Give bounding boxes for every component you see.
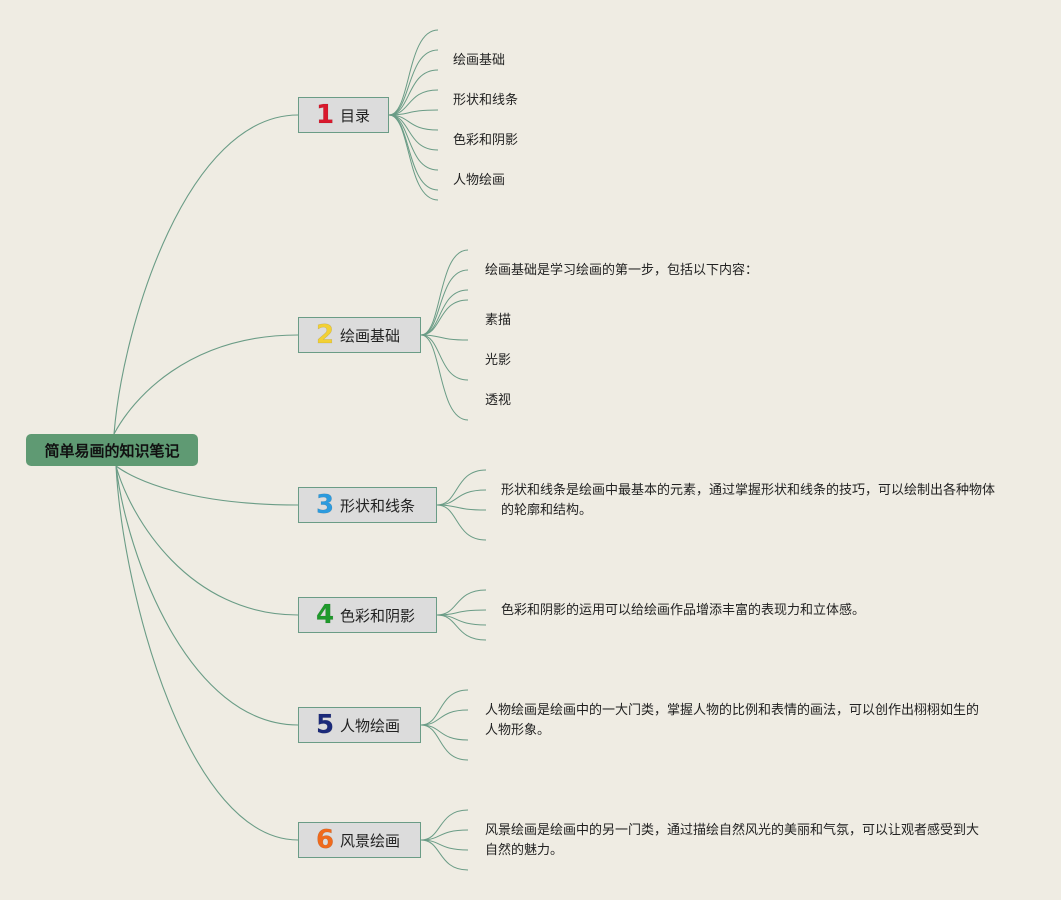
leaf-connector — [420, 689, 469, 726]
branch-label: 色彩和阴影 — [340, 606, 416, 625]
branch-description[interactable]: 风景绘画是绘画中的另一门类，通过描绘自然风光的美丽和气氛，可以让观者感受到大自然… — [485, 823, 980, 858]
branch-6-landscape-drawing[interactable]: 6 风景绘画 — [298, 822, 421, 858]
leaf-connector — [436, 504, 487, 511]
leaf-connector — [420, 829, 469, 841]
branch-description[interactable]: 人物绘画是绘画中的一大门类，掌握人物的比例和表情的画法，可以创作出栩栩如生的人物… — [485, 703, 980, 738]
connector-curve — [115, 465, 299, 726]
leaf-connector — [388, 114, 439, 171]
leaf-connector — [420, 299, 469, 336]
branch-number-5: 5 — [315, 710, 335, 740]
root-node[interactable]: 简单易画的知识笔记 — [26, 434, 198, 466]
branch-2-drawing-basics[interactable]: 2 绘画基础 — [298, 317, 421, 353]
leaf-item[interactable]: 绘画基础是学习绘画的第一步，包括以下内容： — [485, 263, 759, 278]
leaf-connector — [420, 249, 469, 336]
branch-3-shapes-lines[interactable]: 3 形状和线条 — [298, 487, 437, 523]
leaf-connector — [436, 504, 487, 541]
leaf-connector — [436, 469, 487, 506]
leaf-item[interactable]: 人物绘画 — [453, 173, 506, 188]
branch-5-figure-drawing[interactable]: 5 人物绘画 — [298, 707, 421, 743]
leaf-connector — [388, 114, 439, 151]
leaf-connector — [436, 614, 487, 641]
leaf-item[interactable]: 透视 — [485, 393, 512, 408]
leaf-connector — [420, 809, 469, 841]
branch-4-color-shadow[interactable]: 4 色彩和阴影 — [298, 597, 437, 633]
connector-curve — [113, 334, 299, 435]
leaf-connector — [388, 114, 439, 201]
branch-1-contents[interactable]: 1 目录 — [298, 97, 389, 133]
connector-curve — [115, 465, 299, 841]
branch-description[interactable]: 色彩和阴影的运用可以给绘画作品增添丰富的表现力和立体感。 — [501, 603, 866, 618]
leaf-connector — [420, 724, 469, 741]
leaf-connector — [388, 114, 439, 191]
branch-description[interactable]: 形状和线条是绘画中最基本的元素，通过掌握形状和线条的技巧，可以绘制出各种物体的轮… — [501, 483, 996, 518]
leaf-connector — [436, 589, 487, 616]
leaf-item[interactable]: 绘画基础 — [453, 53, 506, 68]
connector-curve — [113, 114, 299, 435]
leaf-connector — [420, 709, 469, 726]
branch-label: 风景绘画 — [340, 831, 401, 850]
leaf-connector — [420, 334, 469, 381]
leaf-connector — [420, 724, 469, 761]
branch-number-1: 1 — [315, 100, 335, 130]
leaf-connector — [436, 609, 487, 616]
leaf-item[interactable]: 形状和线条 — [453, 93, 519, 108]
branch-number-4: 4 — [315, 600, 335, 630]
branch-number-6: 6 — [315, 825, 335, 855]
leaf-connector — [420, 334, 469, 341]
leaf-connector — [420, 839, 469, 871]
leaf-item[interactable]: 光影 — [485, 353, 512, 368]
branch-label: 形状和线条 — [340, 496, 416, 515]
leaf-connector — [420, 269, 469, 336]
branch-label: 绘画基础 — [340, 326, 401, 345]
leaf-item[interactable]: 色彩和阴影 — [453, 133, 519, 148]
leaf-connector — [420, 334, 469, 421]
branch-number-3: 3 — [315, 490, 335, 520]
connector-curve — [115, 465, 299, 616]
leaf-connector — [436, 489, 487, 506]
branch-label: 人物绘画 — [340, 716, 401, 735]
branch-label: 目录 — [340, 106, 371, 125]
leaf-connector — [388, 49, 439, 116]
branch-number-2: 2 — [315, 320, 335, 350]
leaf-connector — [388, 89, 439, 116]
connector-curve — [115, 465, 299, 506]
root-title: 简单易画的知识笔记 — [44, 441, 180, 460]
leaf-connector — [388, 29, 439, 116]
leaf-connector — [388, 69, 439, 116]
leaf-item[interactable]: 素描 — [485, 313, 512, 328]
